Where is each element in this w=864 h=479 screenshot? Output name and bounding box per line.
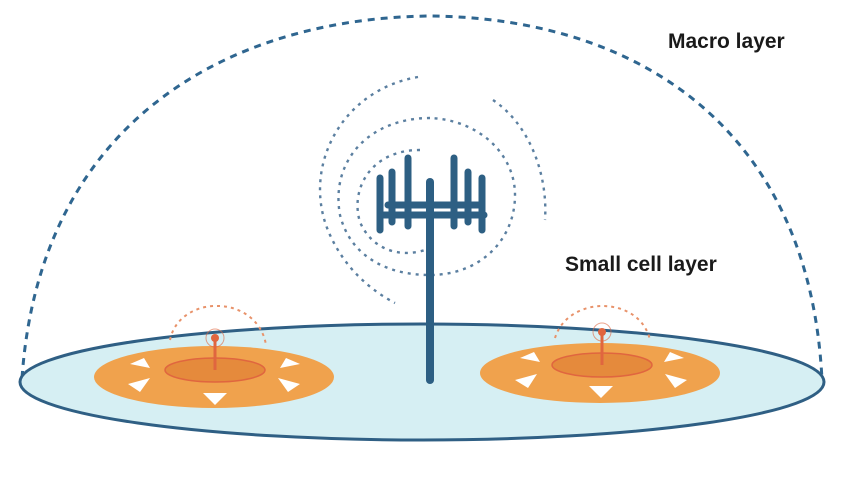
small-cell-left: [94, 304, 334, 408]
cell-tower-icon: [376, 154, 488, 384]
small-cell-arrows-left: [128, 358, 300, 405]
small-cell-arrows-right: [515, 352, 687, 398]
macro-coverage-dome: [20, 14, 824, 381]
macro-signal-waves: [318, 75, 547, 305]
macro-layer-label: Macro layer: [668, 30, 785, 53]
small-cell-layer-label: Small cell layer: [565, 253, 717, 276]
small-cell-right: [480, 304, 720, 403]
